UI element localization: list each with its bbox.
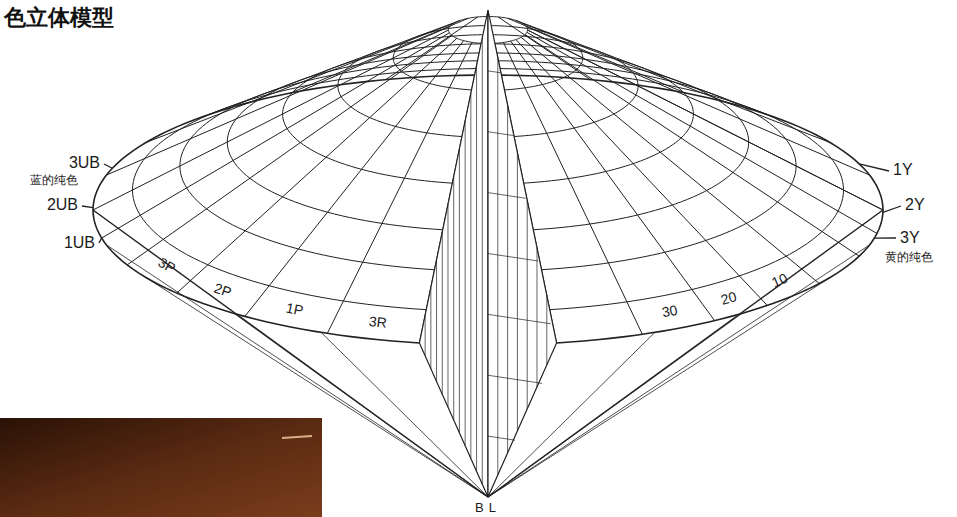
section-hatch: [527, 200, 528, 409]
hue-line: [526, 27, 869, 176]
hue-line: [525, 35, 859, 257]
hue-line: [291, 18, 469, 93]
section-hatch: [476, 65, 477, 471]
section-hatch: [488, 375, 542, 383]
section-hatch: [442, 232, 443, 394]
photo-fragment: [0, 418, 322, 517]
hue-line: [127, 35, 452, 264]
hue-line: [102, 33, 450, 238]
section-hatch: [465, 121, 466, 446]
hue-line: [521, 37, 819, 283]
section-hatch: [517, 153, 518, 431]
section-hatch: [488, 193, 526, 199]
hue-segment-label: 20: [720, 289, 739, 308]
hue-segment-label: 30: [661, 303, 679, 321]
hue-line: [177, 38, 457, 293]
section-hatch: [482, 38, 483, 484]
section-hatch: [430, 287, 431, 368]
title: 色立体模型: [4, 6, 114, 30]
leader-line: [883, 206, 901, 212]
hue-line: [93, 30, 449, 210]
hue-label: 3UB: [69, 154, 100, 172]
black-pole-label: BL: [475, 501, 501, 515]
section-hatch: [488, 71, 501, 73]
section-hatch: [497, 58, 498, 475]
leader-line: [99, 238, 102, 243]
lower-cone-line: [488, 245, 870, 497]
hue-line: [522, 23, 830, 142]
section-hatch: [536, 248, 537, 387]
leader-line: [82, 206, 93, 208]
hue-segment-label: 10: [769, 271, 789, 291]
section-hatch: [507, 105, 508, 453]
hue-line: [527, 32, 877, 233]
pure-color-note: 蓝的纯色: [30, 174, 78, 187]
section-hatch: [453, 176, 454, 420]
section-hatch: [488, 254, 538, 262]
hue-line: [245, 41, 464, 317]
section-hatch: [488, 314, 551, 323]
section-plane: [488, 10, 557, 497]
hue-label: 1Y: [893, 161, 913, 179]
section-hatch: [546, 295, 547, 365]
section-plane: [419, 10, 488, 497]
hue-label: 2UB: [47, 196, 78, 214]
section-hatch: [459, 149, 460, 433]
section-hatch: [488, 436, 515, 440]
pure-color-note: 黄的纯色: [885, 251, 933, 264]
leader-line: [874, 237, 896, 238]
hue-segment-label: 2P: [212, 281, 233, 301]
section-hatch: [488, 132, 513, 136]
section-hatch: [436, 260, 437, 382]
hue-line: [528, 30, 884, 210]
hue-segment-label: 1P: [285, 301, 305, 320]
leader-line: [859, 164, 889, 171]
hue-label: 2Y: [905, 196, 925, 214]
hue-line: [386, 17, 478, 80]
section-hatch: [425, 315, 426, 356]
photo-highlight: [282, 436, 312, 438]
section-hatch: [470, 93, 471, 458]
hue-label: 3Y: [900, 229, 920, 247]
hue-segment-label: 3R: [369, 314, 388, 331]
hue-line: [516, 40, 767, 306]
section-hatch: [447, 204, 448, 407]
hue-line: [106, 27, 449, 176]
leader-line: [104, 164, 112, 168]
hue-line: [528, 30, 884, 210]
lower-cone-line: [106, 245, 488, 497]
hue-label: 1UB: [64, 234, 95, 252]
